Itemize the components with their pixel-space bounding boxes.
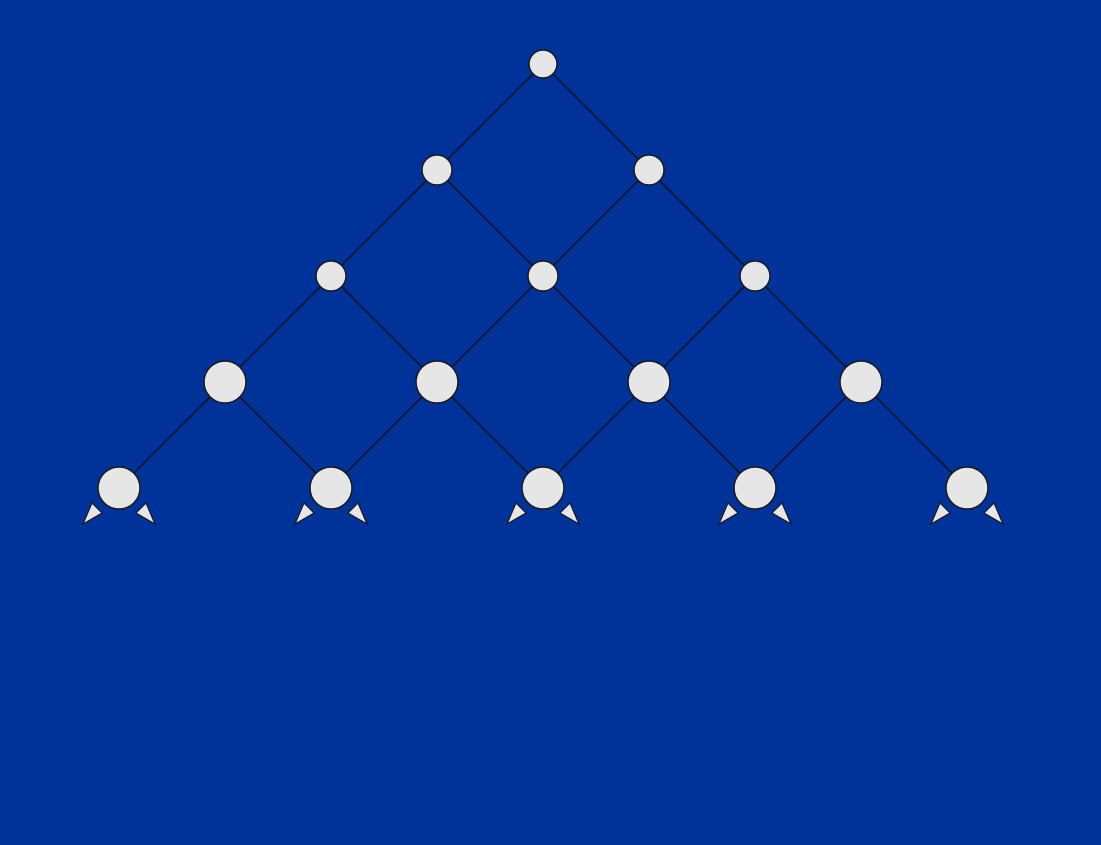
edge-down-left	[542, 381, 650, 489]
edge-down-right	[436, 169, 544, 277]
edge-down-right	[754, 275, 862, 383]
arrow-down-right-icon	[347, 501, 369, 526]
edge-down-right	[542, 275, 650, 383]
edge-down-left	[754, 381, 862, 489]
lattice-node	[945, 466, 989, 510]
edge-down-right	[648, 381, 756, 489]
arrow-down-left-icon	[293, 501, 315, 526]
edge-down-left	[330, 169, 438, 277]
lattice-node	[527, 260, 559, 292]
lattice-node	[315, 260, 347, 292]
lattice-node	[528, 49, 558, 79]
arrow-down-left-icon	[929, 501, 951, 526]
nodes-group	[97, 49, 989, 510]
arrows-group	[81, 501, 1005, 526]
edge-down-left	[648, 275, 756, 383]
edge-down-right	[224, 381, 332, 489]
lattice-node	[733, 466, 777, 510]
edge-down-left	[330, 381, 438, 489]
lattice-node	[97, 466, 141, 510]
edges-group	[118, 63, 968, 489]
edge-down-right	[860, 381, 968, 489]
arrow-down-right-icon	[135, 501, 157, 526]
lattice-node	[839, 360, 883, 404]
arrow-down-right-icon	[983, 501, 1005, 526]
arrow-down-left-icon	[505, 501, 527, 526]
edge-down-left	[118, 381, 226, 489]
lattice-node	[309, 466, 353, 510]
lattice-node	[627, 360, 671, 404]
edge-down-left	[436, 275, 544, 383]
lattice-node	[739, 260, 771, 292]
arrow-down-left-icon	[81, 501, 103, 526]
edge-down-right	[542, 63, 650, 171]
edge-down-left	[542, 169, 650, 277]
edge-down-left	[436, 63, 544, 171]
lattice-node	[521, 466, 565, 510]
lattice-node	[421, 154, 453, 186]
arrow-down-left-icon	[717, 501, 739, 526]
edge-down-right	[648, 169, 756, 277]
arrow-down-right-icon	[559, 501, 581, 526]
lattice-node	[633, 154, 665, 186]
edge-down-right	[330, 275, 438, 383]
edge-down-left	[224, 275, 332, 383]
lattice-node	[415, 360, 459, 404]
edge-down-right	[436, 381, 544, 489]
lattice-node	[203, 360, 247, 404]
arrow-down-right-icon	[771, 501, 793, 526]
